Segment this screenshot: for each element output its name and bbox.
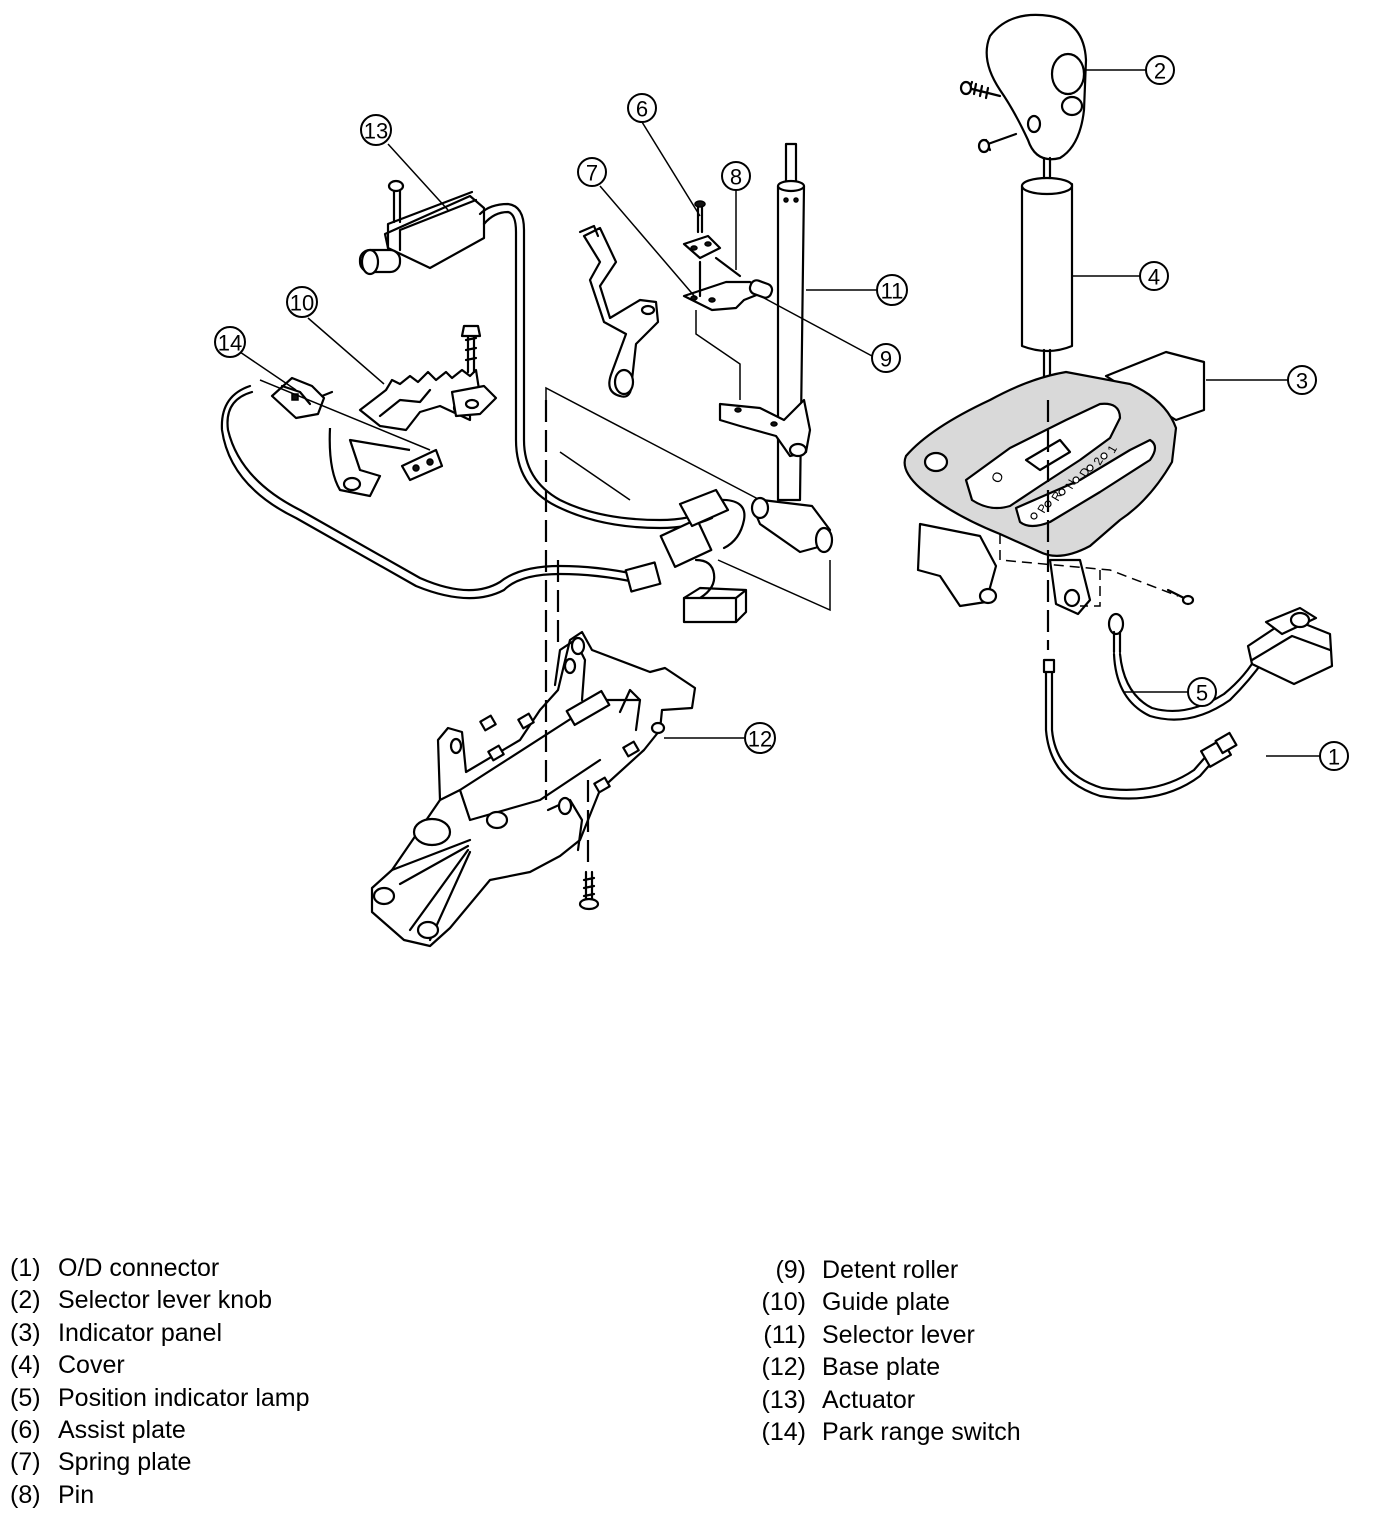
shift-indicator-dot (1058, 488, 1066, 496)
svg-text:5: 5 (1196, 681, 1208, 706)
svg-text:14: 14 (218, 331, 242, 356)
callout-8: 8 (721, 161, 751, 191)
od-connector (1042, 658, 1238, 800)
callout-7: 7 (577, 157, 607, 187)
legend-item: (9)Detent roller (775, 1256, 959, 1284)
shift-indicator-dot (1100, 452, 1108, 460)
guide-bracket (328, 427, 444, 498)
legend-item: (14)Park range switch (761, 1417, 1021, 1446)
svg-text:3: 3 (1296, 369, 1308, 394)
indicator-panel: O (903, 350, 1206, 616)
wiring-harness (220, 202, 748, 624)
legend-item: (10)Guide plate (761, 1288, 950, 1317)
svg-text:11: 11 (881, 279, 904, 304)
legend-item: (1)O/D connector (10, 1254, 220, 1282)
callout-3: 3 (1287, 365, 1317, 395)
svg-text:7: 7 (586, 161, 598, 186)
legend-item: (2)Selector lever knob (10, 1286, 273, 1315)
svg-text:6: 6 (636, 97, 648, 122)
legend-item: (6)Assist plate (10, 1415, 186, 1444)
svg-text:12: 12 (748, 727, 772, 752)
leader-lines (239, 69, 1320, 757)
legend-item: (3)Indicator panel (10, 1318, 223, 1347)
shift-indicator-dot (1030, 512, 1038, 520)
selector-lever-knob (959, 13, 1088, 161)
svg-text:4: 4 (1148, 265, 1160, 290)
guide-plate (358, 324, 498, 432)
cover (1020, 156, 1074, 392)
callout-10: 10 (286, 286, 318, 318)
callout-14: 14 (214, 326, 246, 358)
legend-item: (5)Position indicator lamp (10, 1383, 310, 1412)
legend-item: (11)Selector lever (763, 1320, 975, 1349)
legend-right: (9)Detent roller (10)Guide plate (11)Sel… (758, 1254, 1021, 1448)
selector-lever (718, 142, 834, 554)
legend-item: (8)Pin (10, 1480, 95, 1509)
legend-left: (1)O/D connector (2)Selector lever knob … (10, 1252, 310, 1511)
actuator (358, 179, 486, 276)
callout-4: 4 (1139, 261, 1169, 291)
svg-text:8: 8 (730, 165, 742, 190)
svg-text:1: 1 (1328, 745, 1340, 770)
callout-13: 13 (360, 114, 392, 146)
pin-detent (682, 256, 774, 400)
legend-item: (12)Base plate (761, 1353, 941, 1382)
spring-plate (578, 224, 660, 398)
callout-1: 1 (1319, 741, 1349, 771)
legend-item: (7)Spring plate (10, 1448, 192, 1477)
callout-9: 9 (871, 343, 901, 373)
legend-item: (13)Actuator (761, 1385, 916, 1414)
callout-11: 11 (876, 274, 908, 306)
svg-text:9: 9 (880, 347, 892, 372)
legend-item: (4)Cover (10, 1351, 125, 1380)
shift-indicator-dot (1086, 464, 1094, 472)
svg-text:10: 10 (290, 291, 314, 316)
callout-5: 5 (1187, 677, 1217, 707)
shift-indicator-dot (1072, 476, 1080, 484)
svg-text:13: 13 (364, 119, 388, 144)
position-indicator-lamp (1107, 606, 1334, 721)
assist-plate (682, 200, 722, 260)
svg-text:2: 2 (1154, 59, 1166, 84)
callout-2: 2 (1145, 55, 1175, 85)
callout-6: 6 (627, 93, 657, 123)
base-plate (370, 630, 697, 948)
od-letter: O (988, 469, 1007, 485)
callout-12: 12 (744, 722, 776, 754)
